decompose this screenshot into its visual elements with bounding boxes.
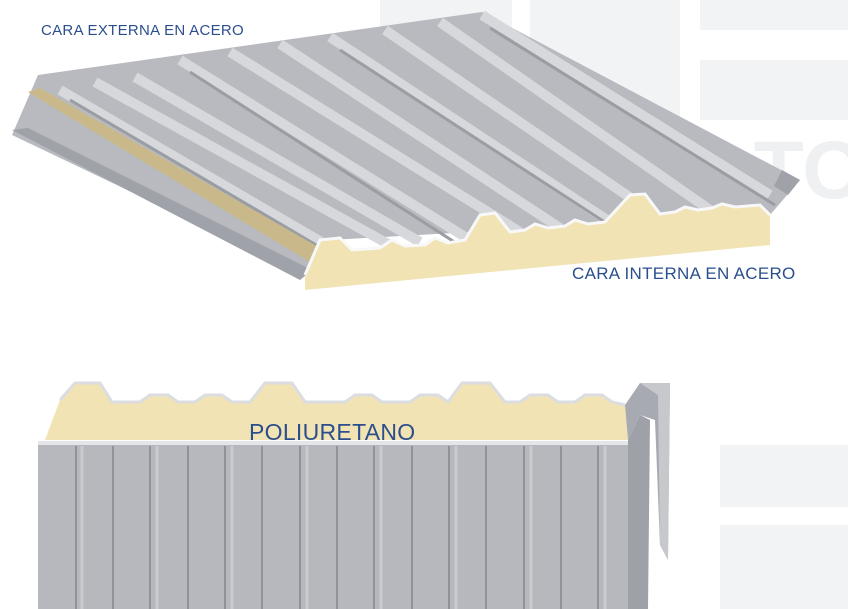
internal-face-label: CARA INTERNA EN ACERO xyxy=(572,264,796,283)
external-face-label: CARA EXTERNA EN ACERO xyxy=(41,22,245,39)
internal-steel-face xyxy=(38,442,628,609)
steel-ribs xyxy=(57,10,773,255)
panel-perspective xyxy=(12,10,800,290)
steel-corrugations xyxy=(75,446,599,609)
foam-edge-left xyxy=(28,88,320,262)
foam-core-section xyxy=(45,383,628,440)
core-label: POLIURETANO xyxy=(249,419,416,445)
foam-core-front xyxy=(305,194,770,290)
panel-front xyxy=(38,381,670,609)
